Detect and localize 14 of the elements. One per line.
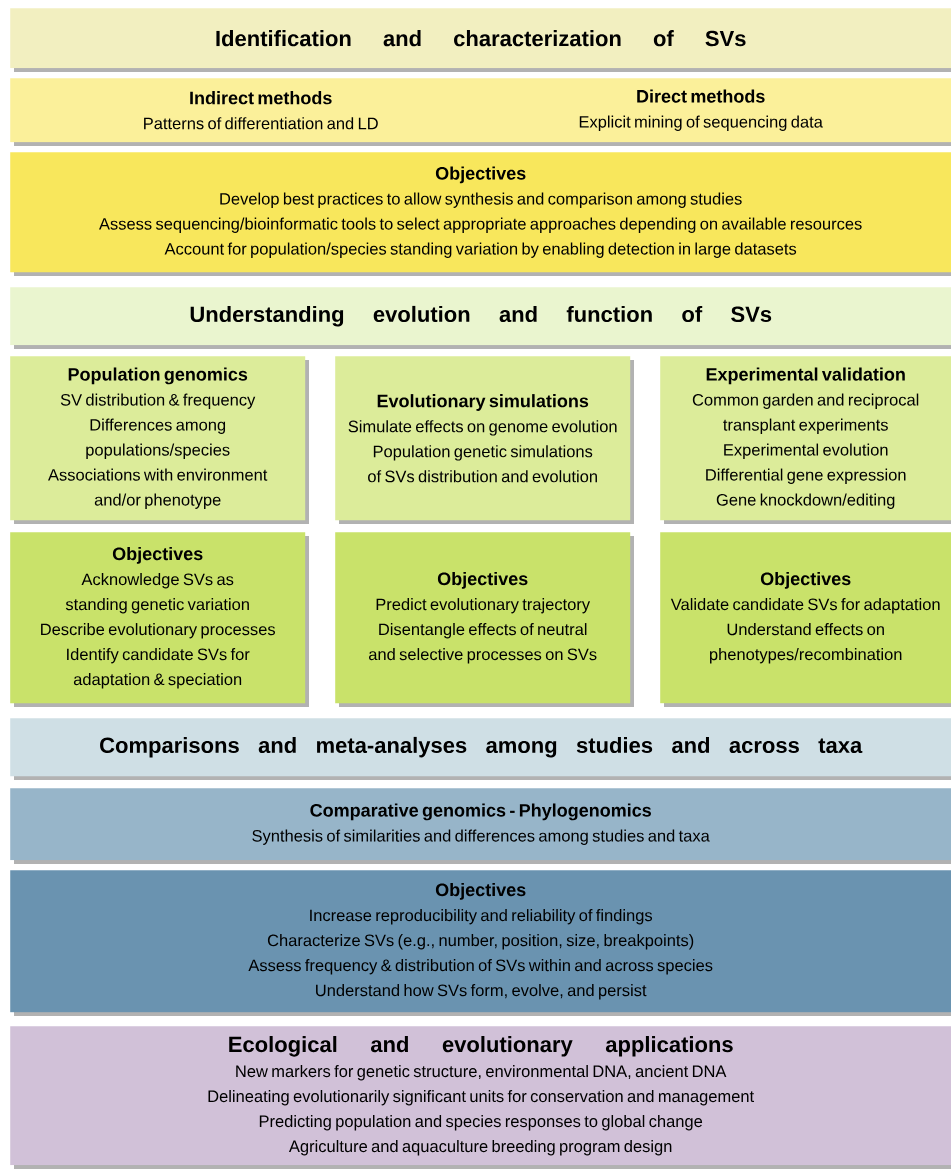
- title-band: Identification and characterization of SVs: [10, 8, 951, 72]
- applications-box: Ecological and evolutionary applications New markers for genetic structure, environmental DNA, ancient DNA Delineating evolutionarily significant units for conservation and management Predicting population and species responses to global change Agriculture and aquaculture breeding program design: [10, 1026, 951, 1169]
- objectives-box: Objectives Predict evolutionary trajectory Disentangle effects of neutral and selective processes on SVs: [335, 532, 634, 707]
- objectives-box: Objectives Acknowledge SVs as standing genetic variation Describe evolutionary processes Identify candidate SVs for adaptation & speciation: [10, 532, 309, 707]
- approach-box: Experimental validation Common garden and reciprocal transplant experiments Experimental evolution Differential gene expression Gene knockdown/editing: [660, 356, 951, 524]
- objectives-box: Objectives Validate candidate SVs for adaptation Understand effects on phenotypes/recombination: [660, 532, 951, 707]
- approach-box: Evolutionary simulations Simulate effects on genome evolution Population genetic simulations of SVs distribution and evolution: [335, 356, 634, 524]
- title-band: Understanding evolution and function of SVs: [10, 287, 951, 349]
- objectives-box: Objectives Increase reproducibility and reliability of findings Characterize SVs (e.g., number, position, size, breakpoints) Assess frequency & distribution of SVs within and across species Understand how SVs form, evolve, and persist: [10, 870, 951, 1016]
- methods-box: Comparative genomics - Phylogenomics Synthesis of similarities and differences among studies and taxa: [10, 788, 951, 864]
- methods-box: Indirect methods Patterns of differentiation and LD Direct methods Explicit mining of sequencing data: [10, 78, 951, 146]
- approach-box: Population genomics SV distribution & frequency Differences among populations/species Associations with environment and/or phenotype: [10, 356, 309, 524]
- objectives-box: Objectives Develop best practices to allow synthesis and comparison among studies Assess sequencing/bioinformatic tools to select appropriate approaches depending on available resources Account for population/species standing variation by enabling detection in large datasets: [10, 152, 951, 276]
- title-band: Comparisons and meta-analyses among studies and across taxa: [10, 718, 951, 780]
